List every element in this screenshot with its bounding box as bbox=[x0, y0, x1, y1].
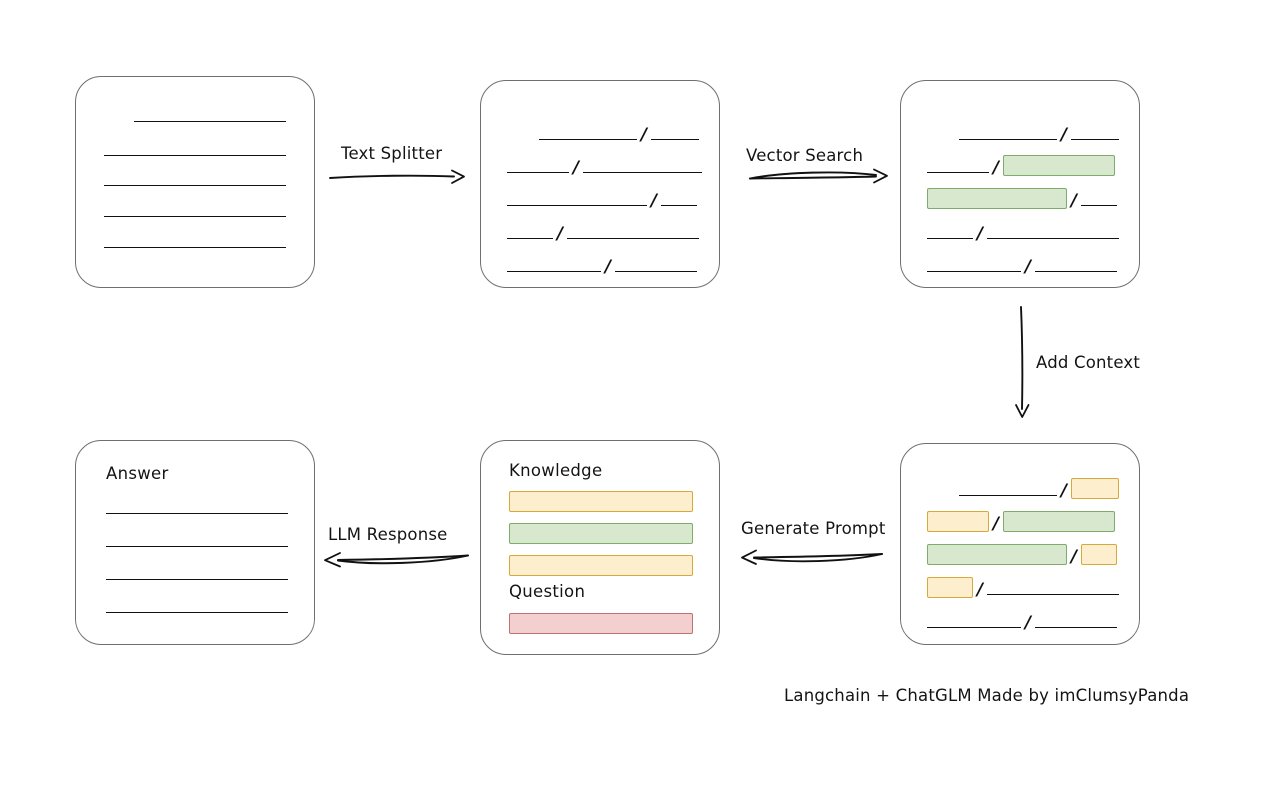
split-document-card: / / / / / bbox=[480, 80, 720, 288]
llm-response-label: LLM Response bbox=[328, 525, 448, 544]
split-document-row: / bbox=[507, 253, 697, 277]
segment-separator-slash: / bbox=[1060, 481, 1068, 501]
text-segment-line bbox=[1035, 627, 1117, 628]
text-segment-line bbox=[661, 205, 697, 206]
text-splitter-arrow bbox=[328, 168, 468, 190]
source-document-line bbox=[104, 155, 286, 156]
split-document-row: / bbox=[507, 187, 697, 211]
yellow-highlight-chip bbox=[927, 510, 989, 532]
answer-line bbox=[106, 579, 288, 580]
text-segment-line bbox=[927, 172, 989, 173]
segment-separator-slash: / bbox=[604, 257, 612, 277]
segment-separator-slash: / bbox=[1070, 191, 1078, 211]
text-segment-line bbox=[507, 271, 601, 272]
context-document-row: / bbox=[927, 576, 1119, 600]
segment-separator-slash: / bbox=[992, 514, 1000, 534]
segment-separator-slash: / bbox=[650, 191, 658, 211]
yellow-highlight-chip bbox=[1081, 543, 1117, 565]
context-document-row: / bbox=[927, 543, 1117, 567]
knowledge-yellow-bar bbox=[509, 555, 693, 576]
text-segment-line bbox=[1081, 205, 1117, 206]
add-context-arrow bbox=[1012, 305, 1034, 419]
text-segment-line bbox=[507, 172, 569, 173]
generate-prompt-arrow bbox=[738, 545, 884, 569]
segment-separator-slash: / bbox=[1070, 547, 1078, 567]
segment-separator-slash: / bbox=[556, 224, 564, 244]
text-segment-line bbox=[567, 238, 699, 239]
llm-response-arrow bbox=[320, 548, 470, 572]
context-document-row: / bbox=[927, 609, 1117, 633]
text-segment-line bbox=[615, 271, 697, 272]
segment-separator-slash: / bbox=[1024, 257, 1032, 277]
text-segment-line bbox=[583, 172, 702, 173]
answer-title: Answer bbox=[106, 464, 169, 483]
green-highlight-chip bbox=[927, 543, 1067, 565]
segment-separator-slash: / bbox=[640, 125, 648, 145]
source-document-line bbox=[104, 247, 286, 248]
text-segment-line bbox=[651, 139, 699, 140]
split-document-row: / bbox=[539, 121, 699, 145]
knowledge-yellow-bar bbox=[509, 491, 693, 512]
vector-search-arrow bbox=[748, 166, 890, 190]
vector-matched-document-card: / / / / / bbox=[900, 80, 1140, 288]
yellow-highlight-chip bbox=[927, 576, 973, 598]
context-document-card: / / / / / bbox=[900, 443, 1140, 645]
vector-document-row: / bbox=[927, 253, 1117, 277]
text-segment-line bbox=[927, 238, 973, 239]
text-segment-line bbox=[987, 594, 1119, 595]
vector-search-label: Vector Search bbox=[746, 146, 864, 165]
source-document-card bbox=[75, 76, 315, 288]
answer-line bbox=[106, 546, 288, 547]
footer-credit: Langchain + ChatGLM Made by imClumsyPand… bbox=[784, 686, 1190, 705]
knowledge-green-bar bbox=[509, 523, 693, 544]
text-segment-line bbox=[959, 495, 1057, 496]
prompt-card: Knowledge Question bbox=[480, 440, 720, 655]
text-segment-line bbox=[959, 139, 1057, 140]
source-document-line bbox=[104, 216, 286, 217]
green-highlight-chip bbox=[1003, 510, 1115, 532]
text-segment-line bbox=[507, 205, 647, 206]
text-segment-line bbox=[927, 271, 1021, 272]
segment-separator-slash: / bbox=[976, 580, 984, 600]
segment-separator-slash: / bbox=[1024, 613, 1032, 633]
source-document-line bbox=[104, 185, 286, 186]
answer-card: Answer bbox=[75, 440, 315, 645]
context-document-row: / bbox=[927, 510, 1115, 534]
text-segment-line bbox=[1071, 139, 1119, 140]
segment-separator-slash: / bbox=[572, 158, 580, 178]
text-segment-line bbox=[507, 238, 553, 239]
source-document-line bbox=[134, 121, 286, 122]
vector-document-row: / bbox=[959, 121, 1119, 145]
question-red-bar bbox=[509, 613, 693, 634]
text-segment-line bbox=[539, 139, 637, 140]
green-highlight-chip bbox=[927, 187, 1067, 209]
vector-document-row: / bbox=[927, 220, 1119, 244]
split-document-row: / bbox=[507, 220, 699, 244]
vector-document-row: / bbox=[927, 187, 1117, 211]
context-document-row: / bbox=[959, 477, 1119, 501]
question-label: Question bbox=[509, 582, 586, 601]
green-highlight-chip bbox=[1003, 154, 1115, 176]
split-document-row: / bbox=[507, 154, 702, 178]
text-segment-line bbox=[1035, 271, 1117, 272]
segment-separator-slash: / bbox=[976, 224, 984, 244]
segment-separator-slash: / bbox=[1060, 125, 1068, 145]
text-splitter-label: Text Splitter bbox=[341, 144, 443, 163]
yellow-highlight-chip bbox=[1071, 477, 1119, 499]
answer-line bbox=[106, 612, 288, 613]
generate-prompt-label: Generate Prompt bbox=[741, 519, 886, 538]
text-segment-line bbox=[987, 238, 1119, 239]
vector-document-row: / bbox=[927, 154, 1115, 178]
segment-separator-slash: / bbox=[992, 158, 1000, 178]
answer-line bbox=[106, 513, 288, 514]
add-context-label: Add Context bbox=[1036, 353, 1141, 372]
knowledge-label: Knowledge bbox=[509, 461, 603, 480]
text-segment-line bbox=[927, 627, 1021, 628]
